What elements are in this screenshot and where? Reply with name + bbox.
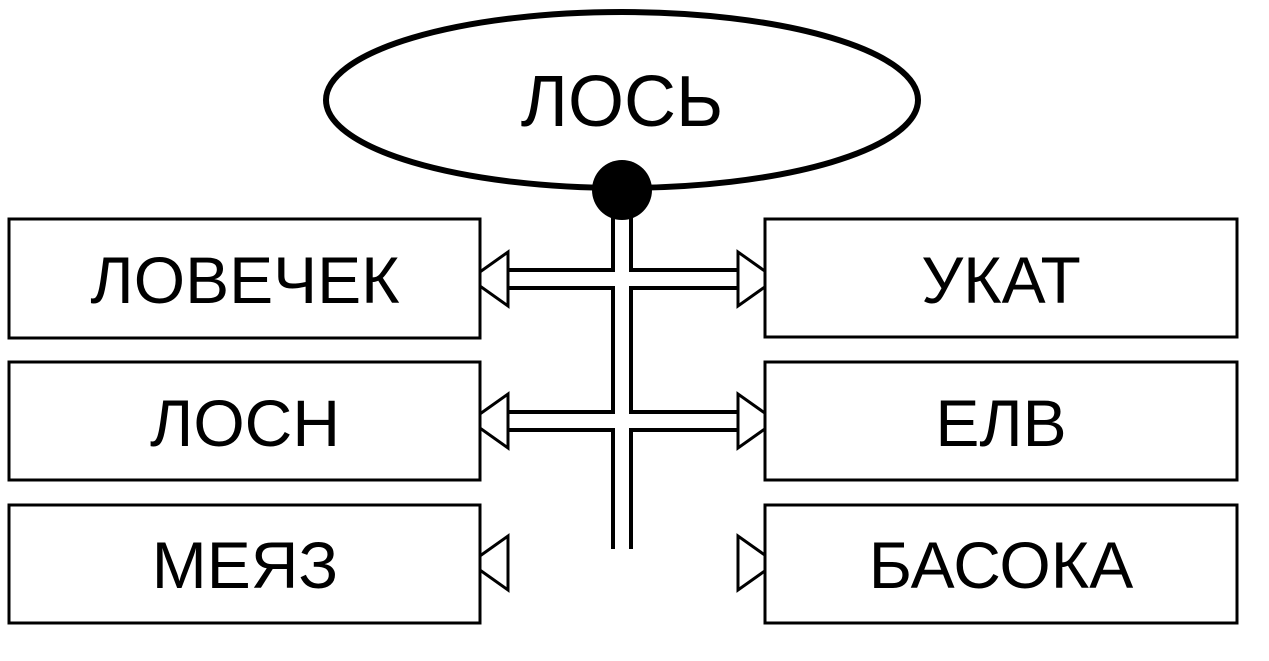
arrow-left-2 bbox=[467, 391, 510, 451]
junction-dot bbox=[592, 160, 652, 220]
left-box-2-label: ЛОСН bbox=[150, 386, 340, 460]
root-label: ЛОСЬ bbox=[521, 62, 724, 142]
left-box-1: ЛОВЕЧЕК bbox=[7, 217, 482, 340]
right-box-1: УКАТ bbox=[763, 217, 1239, 339]
arrow-right-2 bbox=[736, 391, 779, 451]
left-box-3-label: МЕЯЗ bbox=[152, 528, 339, 602]
root-node: ЛОСЬ bbox=[323, 9, 921, 191]
arrow-left-1 bbox=[467, 249, 510, 309]
right-box-3: БАСОКА bbox=[763, 503, 1239, 625]
connector-junctions bbox=[615, 272, 629, 563]
connector-fill bbox=[494, 204, 750, 577]
right-box-3-label: БАСОКА bbox=[869, 528, 1133, 602]
arrow-right-3 bbox=[736, 533, 779, 593]
right-box-1-label: УКАТ bbox=[921, 243, 1081, 317]
right-box-2-label: ЕЛВ bbox=[935, 386, 1066, 460]
left-box-1-label: ЛОВЕЧЕК bbox=[90, 243, 400, 317]
left-box-3: МЕЯЗ bbox=[7, 503, 482, 625]
arrow-left-3 bbox=[467, 533, 510, 593]
left-box-2: ЛОСН bbox=[7, 360, 482, 482]
connector-tree bbox=[494, 200, 750, 577]
right-box-2: ЕЛВ bbox=[763, 360, 1239, 482]
arrow-right-1 bbox=[736, 249, 779, 309]
arrowheads bbox=[467, 249, 779, 593]
